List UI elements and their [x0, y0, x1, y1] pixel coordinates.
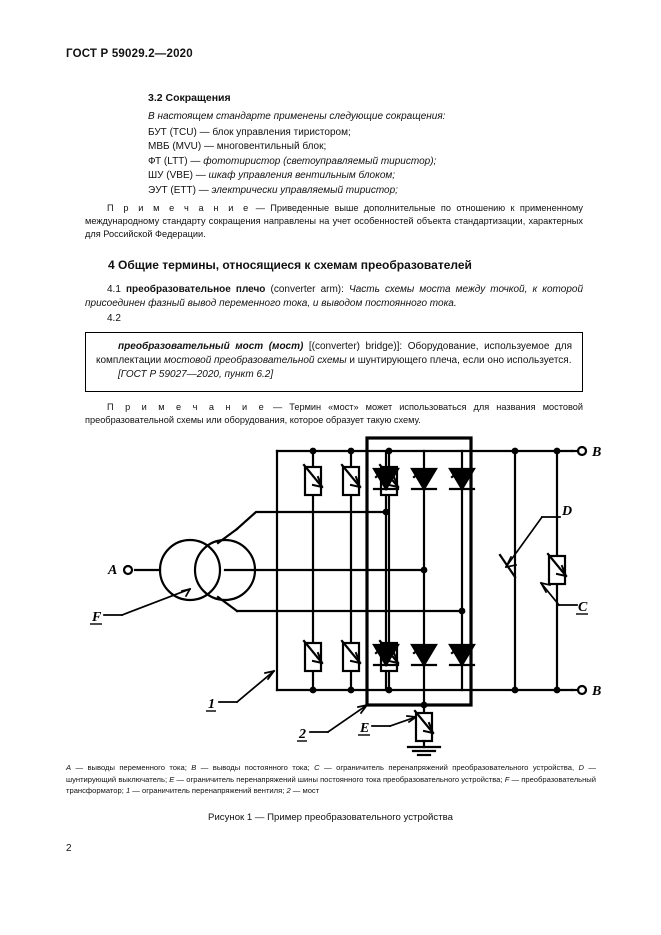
- caption-text: — выводы переменного тока;: [71, 763, 192, 772]
- page-header-standard-id: ГОСТ Р 59029.2—2020: [66, 48, 193, 60]
- section-4-heading: 4 Общие термины, относящиеся к схемам пр…: [108, 258, 472, 272]
- caption-text: — выводы постоянного тока;: [196, 763, 315, 772]
- note-text: — Приведенные выше дополнительные по отн…: [85, 203, 583, 240]
- abbreviation-item: ЭУТ (ETT) — электрически управляемый тир…: [148, 184, 436, 198]
- clause-4-1-number: 4.1: [107, 284, 121, 295]
- section-3-2-note: П р и м е ч а н и е — Приведенные выше д…: [85, 202, 583, 242]
- definition-text-part2: и шунтирующего плеча, если оно используе…: [346, 355, 572, 367]
- caption-text: — мост: [290, 786, 320, 796]
- caption-symbol: 1: [125, 786, 131, 796]
- caption-symbol: E: [169, 774, 175, 784]
- definition-term: преобразовательный мост (мост): [118, 341, 304, 352]
- ground-symbol: [406, 745, 442, 757]
- label-f: F: [91, 610, 102, 625]
- caption-text: — преобразовательный трансформатор;: [66, 774, 597, 796]
- abbreviation-meaning: блок управления тиристором;: [212, 127, 351, 138]
- abbreviation-meaning: многовентильный блок;: [216, 141, 327, 153]
- section-3-2-intro: В настоящем стандарте применены следующи…: [148, 111, 446, 122]
- ac-phase-line-1: [235, 510, 388, 531]
- clause-4-2-number: 4.2: [107, 313, 121, 324]
- abbreviation-item: ФТ (LTT) — фототиристор (светоуправляемы…: [148, 155, 436, 169]
- circuit-diagram-svg: A B B C D E F 1 2: [90, 436, 601, 757]
- clause-4-1-definition: Часть схемы моста между точкой, к которо…: [85, 284, 584, 310]
- abbreviation-meaning: шкаф управления вентильным блоком;: [208, 170, 396, 182]
- valve-arrester-lower-2: [340, 639, 362, 673]
- abbreviation-code: ЭУТ (ETT): [148, 184, 196, 196]
- abbreviation-item: МВБ (MVU) — многовентильный блок;: [148, 140, 436, 154]
- abbreviation-dash: —: [187, 155, 204, 167]
- note-label: П р и м е ч а н и е: [107, 203, 251, 213]
- label-1: 1: [208, 697, 215, 712]
- abbreviation-item: БУТ (TCU) — блок управления тиристором;: [148, 126, 436, 140]
- thyristor-valve-lower-3: [448, 643, 476, 668]
- dc-bus-arrester-c: [546, 552, 568, 586]
- thyristor-valve-lower-1: [372, 643, 400, 668]
- clause-4-1: 4.1 преобразовательное плечо (converter …: [85, 283, 583, 311]
- label-2: 2: [298, 727, 306, 742]
- abbreviation-code: МВБ (MVU): [148, 141, 202, 153]
- leader-lines: [103, 515, 578, 734]
- label-d: D: [561, 504, 572, 519]
- definition-text-italic: мостовой преобразовательной схемы: [163, 355, 347, 367]
- caption-text: — ограничитель перенапряжений шины посто…: [174, 774, 505, 784]
- transformer-winding-primary: [158, 538, 222, 602]
- note-text: — Термин «мост» может использоваться для…: [85, 402, 583, 426]
- caption-text: — шунтирующий выключатель;: [66, 763, 596, 784]
- dc-bus-arrester-e: [413, 688, 435, 749]
- transformer-lead-lower: [216, 595, 239, 613]
- caption-symbol: D: [578, 763, 584, 772]
- note-label: П р и м е ч а н и е: [107, 402, 266, 412]
- abbreviation-dash: —: [195, 184, 212, 196]
- bridge-outline-rect: [365, 436, 473, 707]
- abbreviation-meaning: электрически управляемый тиристор;: [211, 184, 398, 196]
- abbreviation-dash: —: [201, 141, 217, 153]
- definition-box-4-2: преобразовательный мост (мост) [(convert…: [85, 332, 583, 392]
- abbreviation-item: ШУ (VBE) — шкаф управления вентильным бл…: [148, 169, 436, 183]
- definition-text-part1: Оборудование, используемое для комплекта…: [96, 341, 572, 367]
- clause-4-1-term: преобразовательное плечо: [125, 284, 266, 295]
- label-underlines: [90, 613, 588, 742]
- transformer-lead-upper: [216, 527, 239, 545]
- caption-symbol: 2: [286, 786, 291, 796]
- thyristor-valve-lower-2: [410, 643, 438, 668]
- terminal-b-bottom-node: [576, 684, 588, 696]
- abbreviation-code: ФТ (LTT): [148, 155, 188, 167]
- definition-reference: [ГОСТ Р 59027—2020, пункт 6.2]: [118, 369, 274, 381]
- figure-1-schematic: A B B C D E F 1 2: [60, 425, 601, 757]
- thyristor-valve-upper-2: [410, 467, 438, 492]
- section-3-2-heading: 3.2 Сокращения: [148, 92, 231, 104]
- definition-english: [(converter) bridge)]:: [308, 341, 403, 352]
- abbreviation-dash: —: [192, 170, 209, 182]
- caption-text: — ограничитель перенапряжений преобразов…: [319, 763, 579, 772]
- page-number: 2: [66, 843, 72, 854]
- abbreviation-code: ШУ (VBE): [148, 170, 193, 182]
- label-b-top: B: [591, 445, 601, 460]
- terminal-a-node: [122, 564, 134, 576]
- clause-4-1-english: (converter arm):: [270, 284, 344, 295]
- valve-arrester-upper-1: [302, 463, 324, 497]
- caption-text: — ограничитель перенапряжений вентиля;: [130, 786, 287, 796]
- abbreviation-meaning: фототиристор (светоуправляемый тиристор)…: [203, 155, 437, 167]
- caption-symbol: F: [504, 774, 510, 784]
- caption-symbol: B: [191, 763, 197, 772]
- abbreviation-dash: —: [196, 127, 213, 138]
- label-e: E: [359, 721, 369, 736]
- thyristor-valve-upper-1: [372, 467, 400, 492]
- junction-dots: [309, 447, 561, 709]
- figure-1-caption: A — выводы переменного тока; B — выводы …: [66, 762, 596, 797]
- valve-arrester-lower-1: [302, 639, 324, 673]
- thyristor-valve-upper-3: [448, 467, 476, 492]
- label-a-terminal: A: [107, 563, 117, 578]
- caption-symbol: C: [314, 763, 320, 772]
- transformer-winding-secondary: [193, 538, 257, 602]
- abbreviations-list: БУТ (TCU) — блок управления тиристором; …: [148, 126, 436, 198]
- label-b-bottom: B: [591, 684, 601, 699]
- label-c: C: [578, 600, 588, 615]
- section-4-note: П р и м е ч а н и е — Термин «мост» може…: [85, 401, 583, 427]
- terminal-b-top-node: [576, 445, 588, 457]
- figure-1-title: Рисунок 1 — Пример преобразовательного у…: [208, 812, 453, 823]
- abbreviation-code: БУТ (TCU): [148, 127, 197, 138]
- valve-arrester-upper-2: [340, 463, 362, 497]
- caption-symbol: A: [66, 763, 72, 772]
